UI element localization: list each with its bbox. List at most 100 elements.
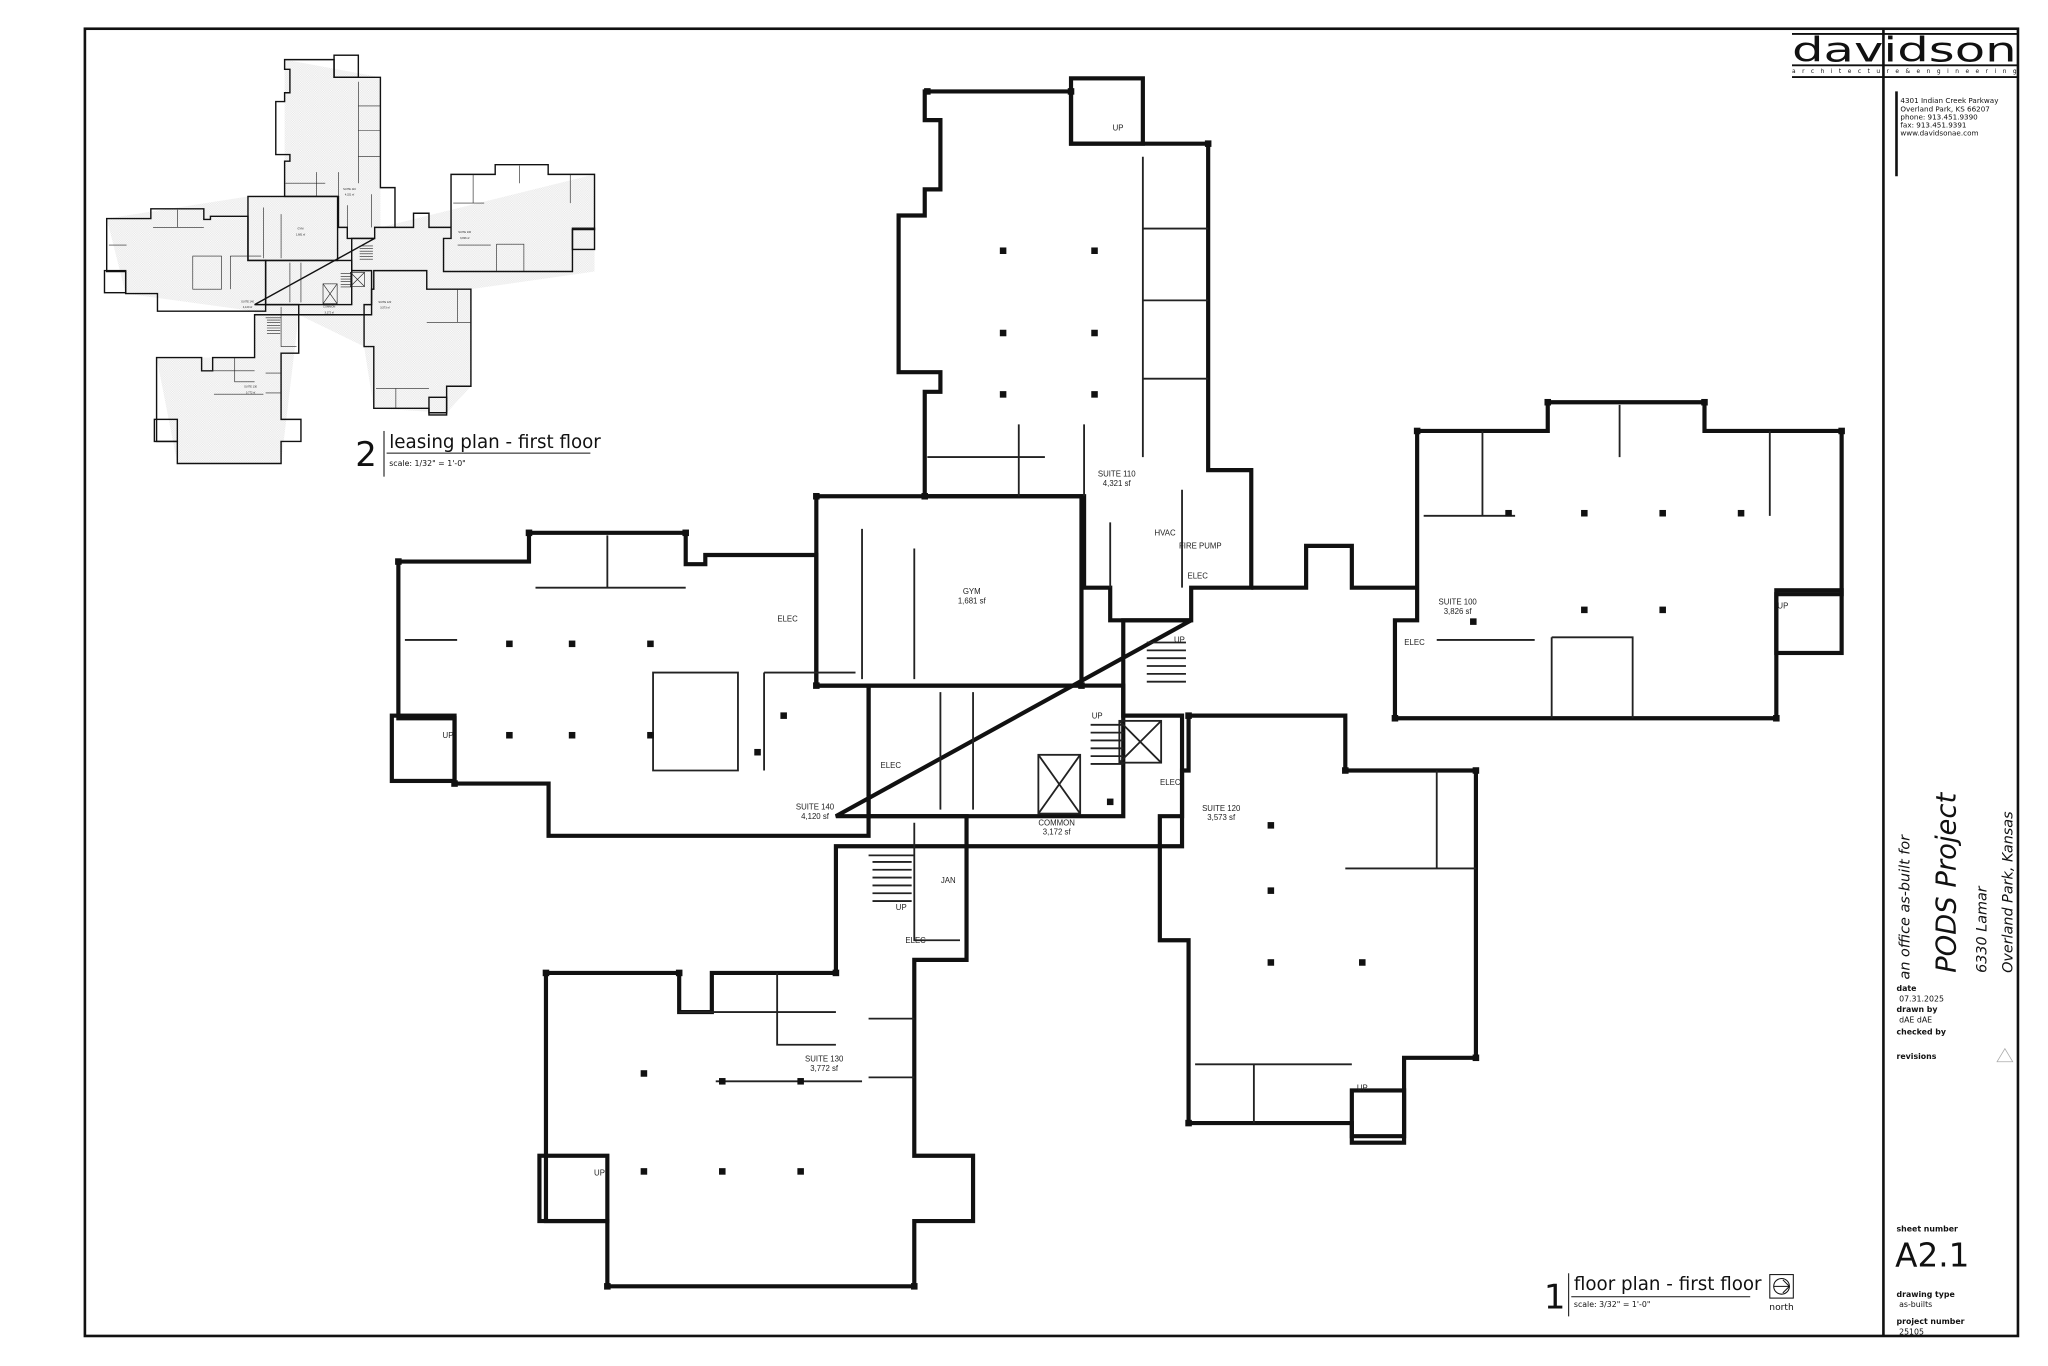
room-tag: ELEC [905,936,926,945]
leasing-room-area: 3,573 sf [380,306,390,310]
column-marker [797,1078,804,1085]
column-marker [506,731,513,739]
room-tag: JAN [941,876,956,885]
room-name: SUITE 140 [796,803,835,812]
drawing-scale: scale: 3/32" = 1'-0" [1574,1300,1651,1309]
leasing-room-name: SUITE 120 [378,300,391,304]
leasing-room-area: 3,826 sf [460,236,470,240]
column-marker [1342,767,1349,774]
project-name: PODS Project [1931,792,1962,973]
drawn-by-value: dAE dAE [1899,1016,1932,1025]
stair-up-label: UP [1174,636,1185,645]
leasing-room-name: COMMON [323,305,335,309]
room-area: 3,172 sf [1043,827,1072,836]
room-tag: FIRE PUMP [1179,541,1222,550]
room-tag: ELEC [1160,778,1181,787]
date-value: 07.31.2025 [1899,995,1944,1004]
column-marker [675,969,683,977]
drawing-number: 1 [1544,1278,1566,1318]
stair-up-label: UP [443,731,454,740]
column-marker [719,1168,726,1175]
column-marker [1359,959,1366,966]
column-marker [568,731,576,739]
leasing-room-name: SUITE 110 [343,187,356,191]
column-marker [1067,88,1075,95]
stair-up-label: UP [1092,711,1103,720]
column-marker [1106,798,1114,806]
room-tag: ELEC [1404,638,1425,647]
drawing-type-label: drawing type [1896,1290,1954,1299]
room-area: 3,573 sf [1207,813,1236,822]
room-tag: ELEC [777,615,798,624]
leasing-room-area: 3,772 sf [246,390,256,394]
project-address: 6330 Lamar [1975,885,1991,973]
column-marker [542,969,550,977]
column-marker [1091,329,1098,337]
column-marker [1470,618,1477,625]
room-name: SUITE 120 [1202,804,1241,813]
column-marker [1701,398,1708,406]
logo-text: davidson [1792,30,2017,70]
address-line: phone: 913.451.9390 [1900,112,1978,121]
leasing-room-area: 1,681 sf [296,232,306,236]
column-marker [1659,606,1666,614]
sheet-border [83,27,2020,1338]
column-marker [1472,767,1480,774]
address-line: www.davidsonae.com [1900,129,1978,138]
leasing-room-area: 4,321 sf [345,193,355,197]
title-block-fields: date 07.31.2025 drawn by dAE dAE checked… [1895,984,2014,1337]
room-area: 3,772 sf [810,1064,839,1073]
drawing-title-1: 1 floor plan - first floor scale: 3/32" … [1544,1273,1794,1318]
column-marker [924,88,931,95]
project-number-value: 25105 [1899,1328,1924,1337]
column-marker [1185,1119,1192,1127]
column-marker [682,529,689,537]
stair-up-label: UP [1777,602,1788,611]
column-marker [1838,427,1845,435]
triangle-icon [1996,1047,2014,1063]
column-marker [647,731,654,739]
column-marker [921,492,928,500]
room-area: 4,321 sf [1103,479,1132,488]
project-intro: an office as-built for [1898,834,1914,980]
project-number-label: project number [1896,1317,1964,1326]
column-marker [1659,509,1666,517]
project-info: an office as-built for PODS Project 6330… [1898,792,2017,980]
leasing-room-area: 4,120 sf [243,305,253,309]
column-marker [999,329,1007,337]
drawing-title: leasing plan - first floor [389,432,601,453]
column-marker [1267,887,1275,894]
column-marker [754,748,761,756]
column-marker [1581,606,1588,614]
sheet-number-label: sheet number [1896,1224,1958,1233]
date-label: date [1896,984,1916,993]
stair-up-label: UP [1113,124,1124,133]
room-tag: ELEC [881,761,902,770]
drawing-title-2: 2 leasing plan - first floor scale: 1/32… [355,430,601,477]
stair-up-label: UP [1357,1083,1368,1092]
column-marker [1204,140,1212,147]
column-marker [1544,398,1552,406]
column-marker [1581,509,1588,517]
column-marker [1091,247,1098,255]
room-area: 3,826 sf [1444,607,1473,616]
address-line: 4301 Indian Creek Parkway [1900,96,1999,105]
leasing-room-name: GYM [298,227,304,231]
room-name: GYM [963,587,981,596]
column-marker [604,1283,611,1290]
leasing-room-name: SUITE 140 [241,299,254,303]
room-tag: ELEC [1187,572,1208,581]
column-marker [813,492,820,500]
column-marker [506,640,513,648]
column-marker [1472,1054,1480,1062]
column-marker [451,780,458,787]
column-marker [1391,714,1399,722]
column-marker [1267,822,1275,829]
column-marker [719,1078,726,1085]
